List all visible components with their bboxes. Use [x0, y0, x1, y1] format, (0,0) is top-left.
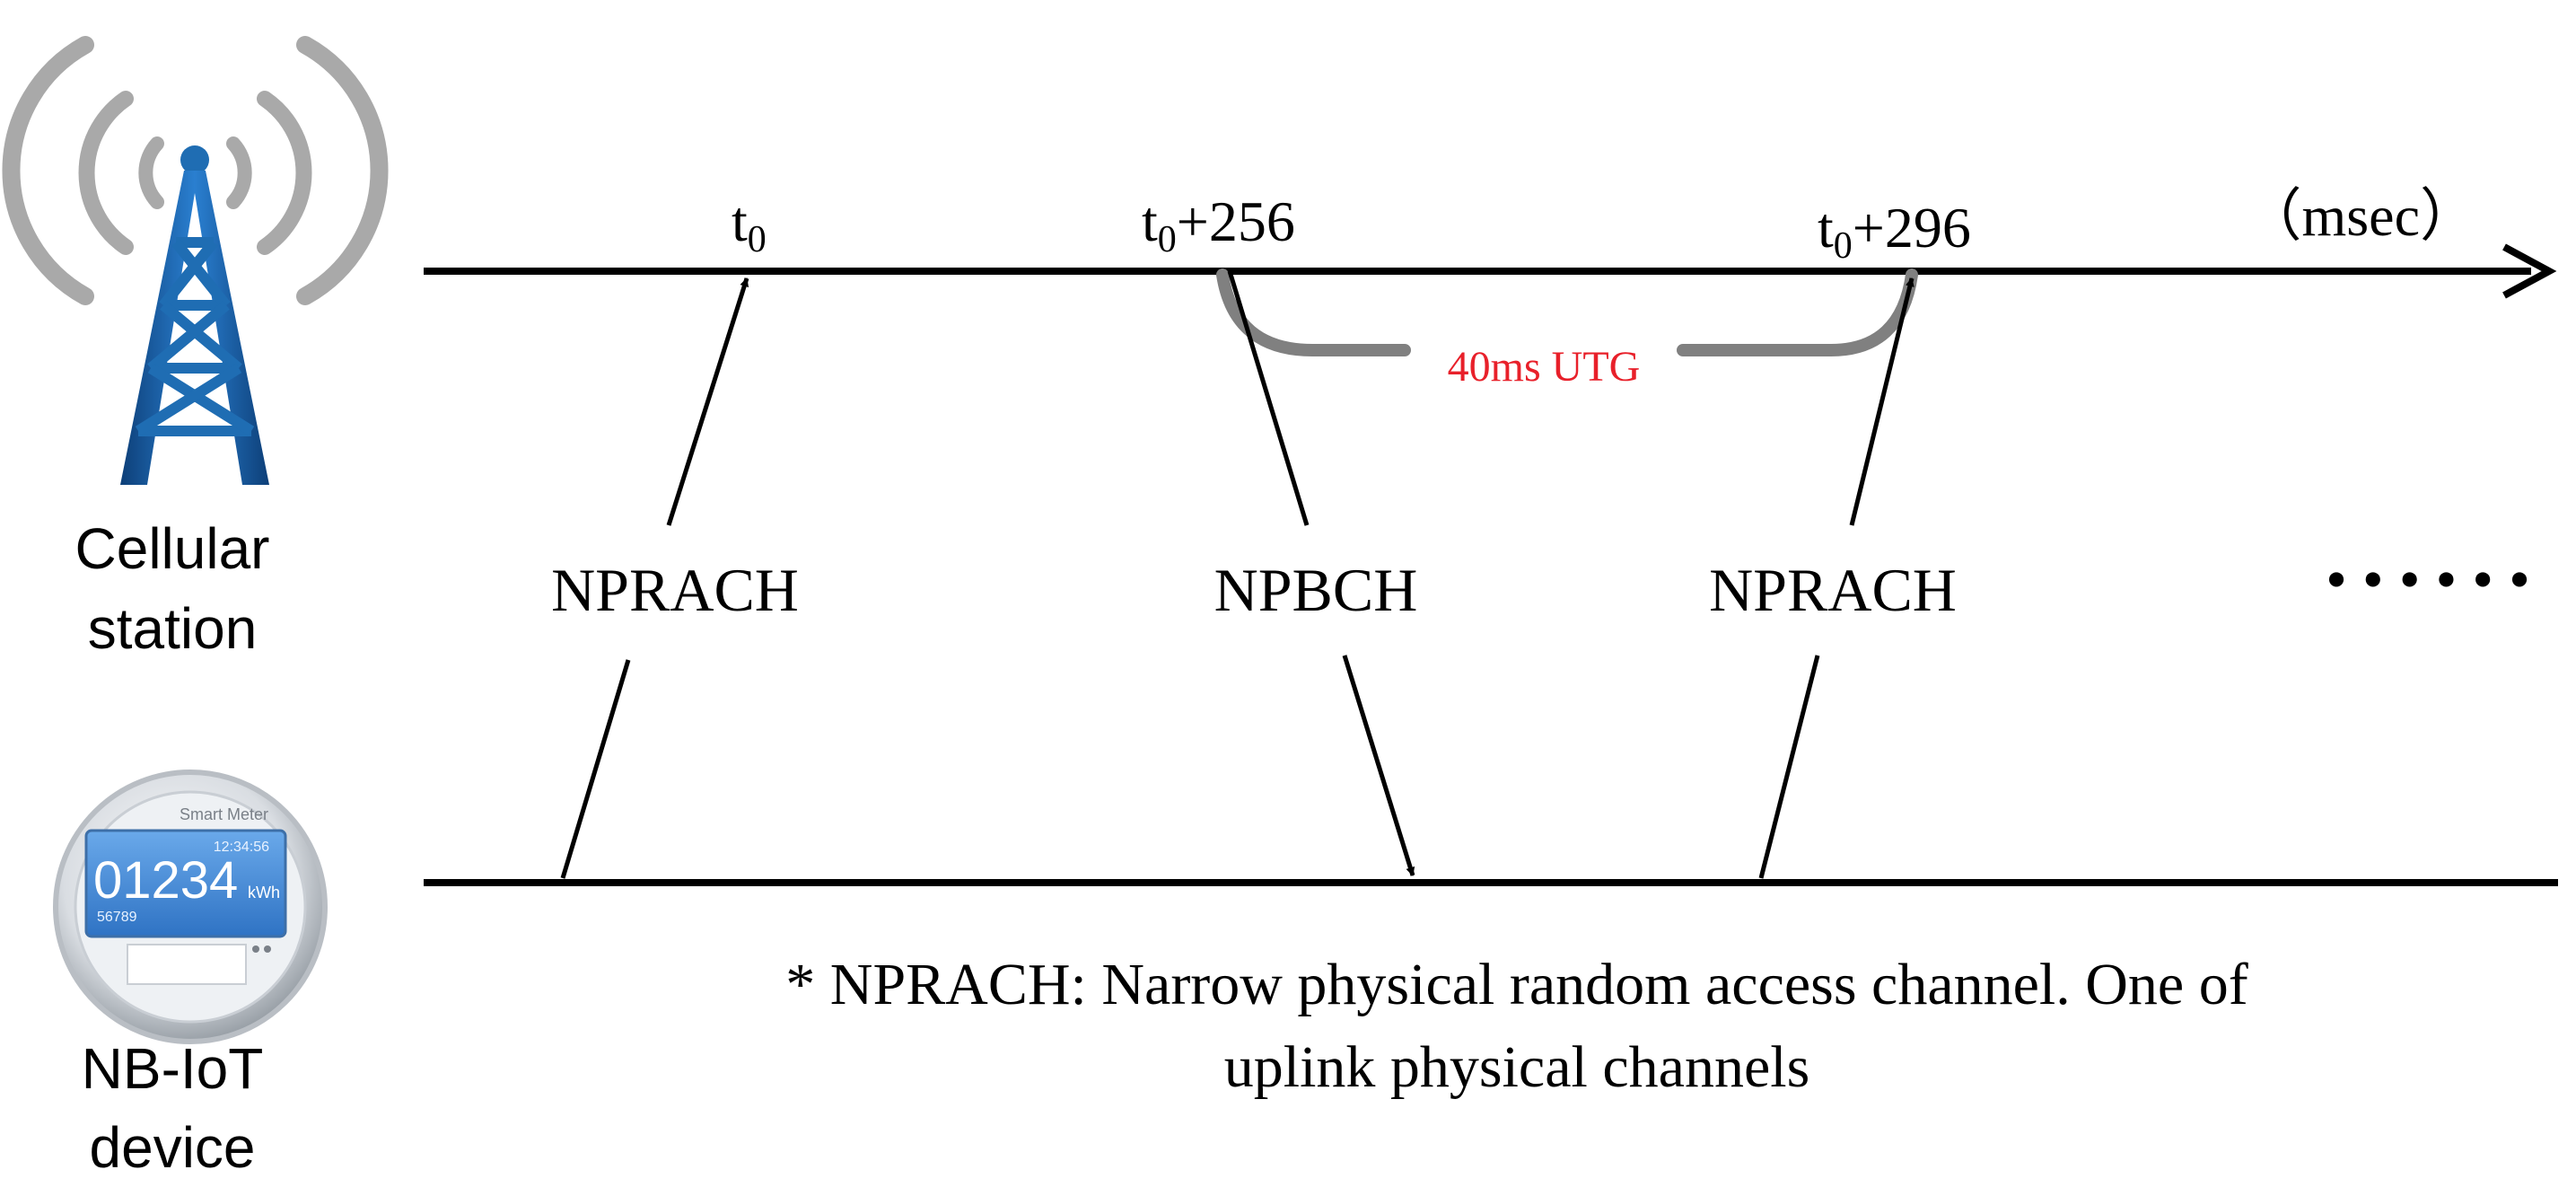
nprach-1-lower-line	[560, 659, 631, 879]
channel-label-nprach-2: NPRACH	[1709, 556, 1957, 624]
meter-unit: kWh	[248, 884, 280, 901]
nprach-2-lower-line	[1758, 655, 1820, 879]
meter-serial: 56789	[97, 910, 137, 925]
channel-label-nprach-1: NPRACH	[551, 556, 799, 624]
time-mark-t0-256: t0+256	[1142, 189, 1295, 260]
device-label-line1: NB-IoT	[82, 1036, 264, 1101]
meter-reading: 01234	[93, 851, 238, 910]
station-label-line1: Cellular	[75, 516, 270, 581]
station-label-line2: station	[88, 596, 258, 661]
footnote-line1: * NPRACH: Narrow physical random access …	[785, 952, 2247, 1017]
utg-label: 40ms UTG	[1448, 343, 1641, 391]
cellular-tower-icon	[2, 36, 389, 485]
meter-time: 12:34:56	[214, 840, 269, 855]
npbch-upper-line	[1227, 270, 1310, 526]
device-label-line2: device	[90, 1115, 256, 1180]
meter-brand: Smart Meter	[180, 805, 268, 823]
nprach-1-arrow	[666, 277, 749, 526]
footnote-line2: uplink physical channels	[1224, 1034, 1810, 1100]
timeline-arrowhead	[2502, 243, 2557, 299]
smart-meter-icon: Smart Meter 12:34:56 01234 kWh 56789	[53, 769, 328, 1044]
time-mark-t0: t0	[732, 189, 767, 260]
npbch-arrow	[1342, 655, 1415, 876]
utg-bracket	[1216, 268, 1918, 356]
continuation-ellipsis: • • • • • •	[2326, 545, 2530, 613]
time-mark-t0-296: t0+296	[1818, 196, 1971, 267]
time-unit-label: （msec）	[2245, 184, 2478, 248]
radio-waves-icon	[2, 36, 389, 305]
nprach-2-arrow	[1849, 277, 1914, 526]
channel-label-npbch: NPBCH	[1214, 556, 1418, 624]
